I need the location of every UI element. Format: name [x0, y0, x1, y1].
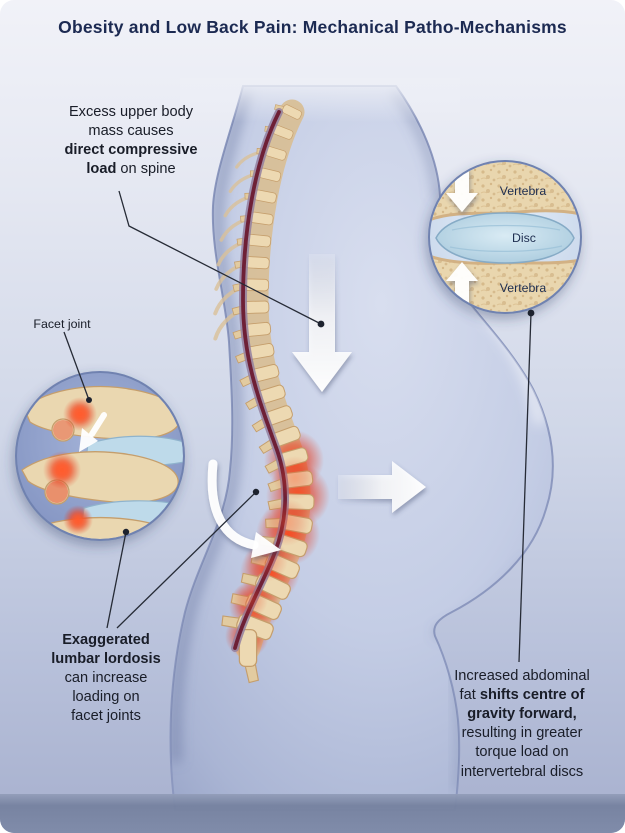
text-line: mass causes [88, 123, 174, 140]
inset-label-vertebra-bottom: Vertebra [500, 281, 547, 295]
leader-compressive-load [118, 190, 322, 325]
text-line: intervertebral discs [460, 763, 584, 780]
annotation-gravity-shift: Increased abdominal fat shifts centre of… [422, 667, 622, 782]
ground-shadow-band [0, 794, 625, 833]
text-line: Exaggerated [62, 632, 150, 648]
forward-torque-right-arrow-icon [338, 461, 426, 513]
torso-top-fade [180, 78, 460, 122]
page-title: Obesity and Low Back Pain: Mechanical Pa… [58, 17, 567, 37]
text-line: direct compressive [64, 142, 198, 159]
facet-load-arrow-icon [79, 412, 107, 452]
text-line: load on spine [86, 161, 176, 178]
text-line: lumbar lordosis [51, 651, 161, 668]
annotation-facet-joint-label: Facet joint [14, 316, 110, 332]
disc-compression-inset: Vertebra Disc Vertebra [428, 160, 582, 314]
leader-lordosis-to-spine [116, 491, 257, 629]
text-line: Increased abdominal [454, 668, 590, 684]
leader-lordosis-to-inset [106, 531, 127, 629]
inset-disc [435, 212, 575, 264]
annotation-compressive-load: Excess upper body mass causes direct com… [36, 103, 226, 179]
text-line: fat shifts centre of [459, 687, 585, 704]
text-line: loading on [72, 689, 140, 706]
leader-gravity-to-inset [518, 312, 532, 663]
disc-compression-up-arrow-icon [446, 262, 478, 306]
facet-inflammation-glow [43, 397, 97, 535]
text-line: Excess upper body [68, 104, 194, 120]
inset-label-vertebra-top: Vertebra [500, 184, 547, 198]
text-line: resulting in greater [461, 725, 583, 742]
text-line: can increase [64, 670, 148, 687]
disc-compression-down-arrow-icon [446, 168, 478, 212]
inset-label-disc: Disc [512, 231, 536, 245]
text-line: torque load on [475, 744, 569, 761]
text-line: gravity forward, [467, 706, 577, 723]
lordosis-curve-arrow-icon [207, 459, 281, 558]
facet-joint-inset [15, 371, 185, 541]
leader-facet-label [63, 331, 90, 401]
text-line: facet joints [71, 708, 141, 725]
leader-lines [63, 190, 535, 663]
text-line: Facet joint [33, 317, 91, 331]
annotation-lumbar-lordosis: Exaggerated lumbar lordosis can increase… [22, 631, 190, 727]
